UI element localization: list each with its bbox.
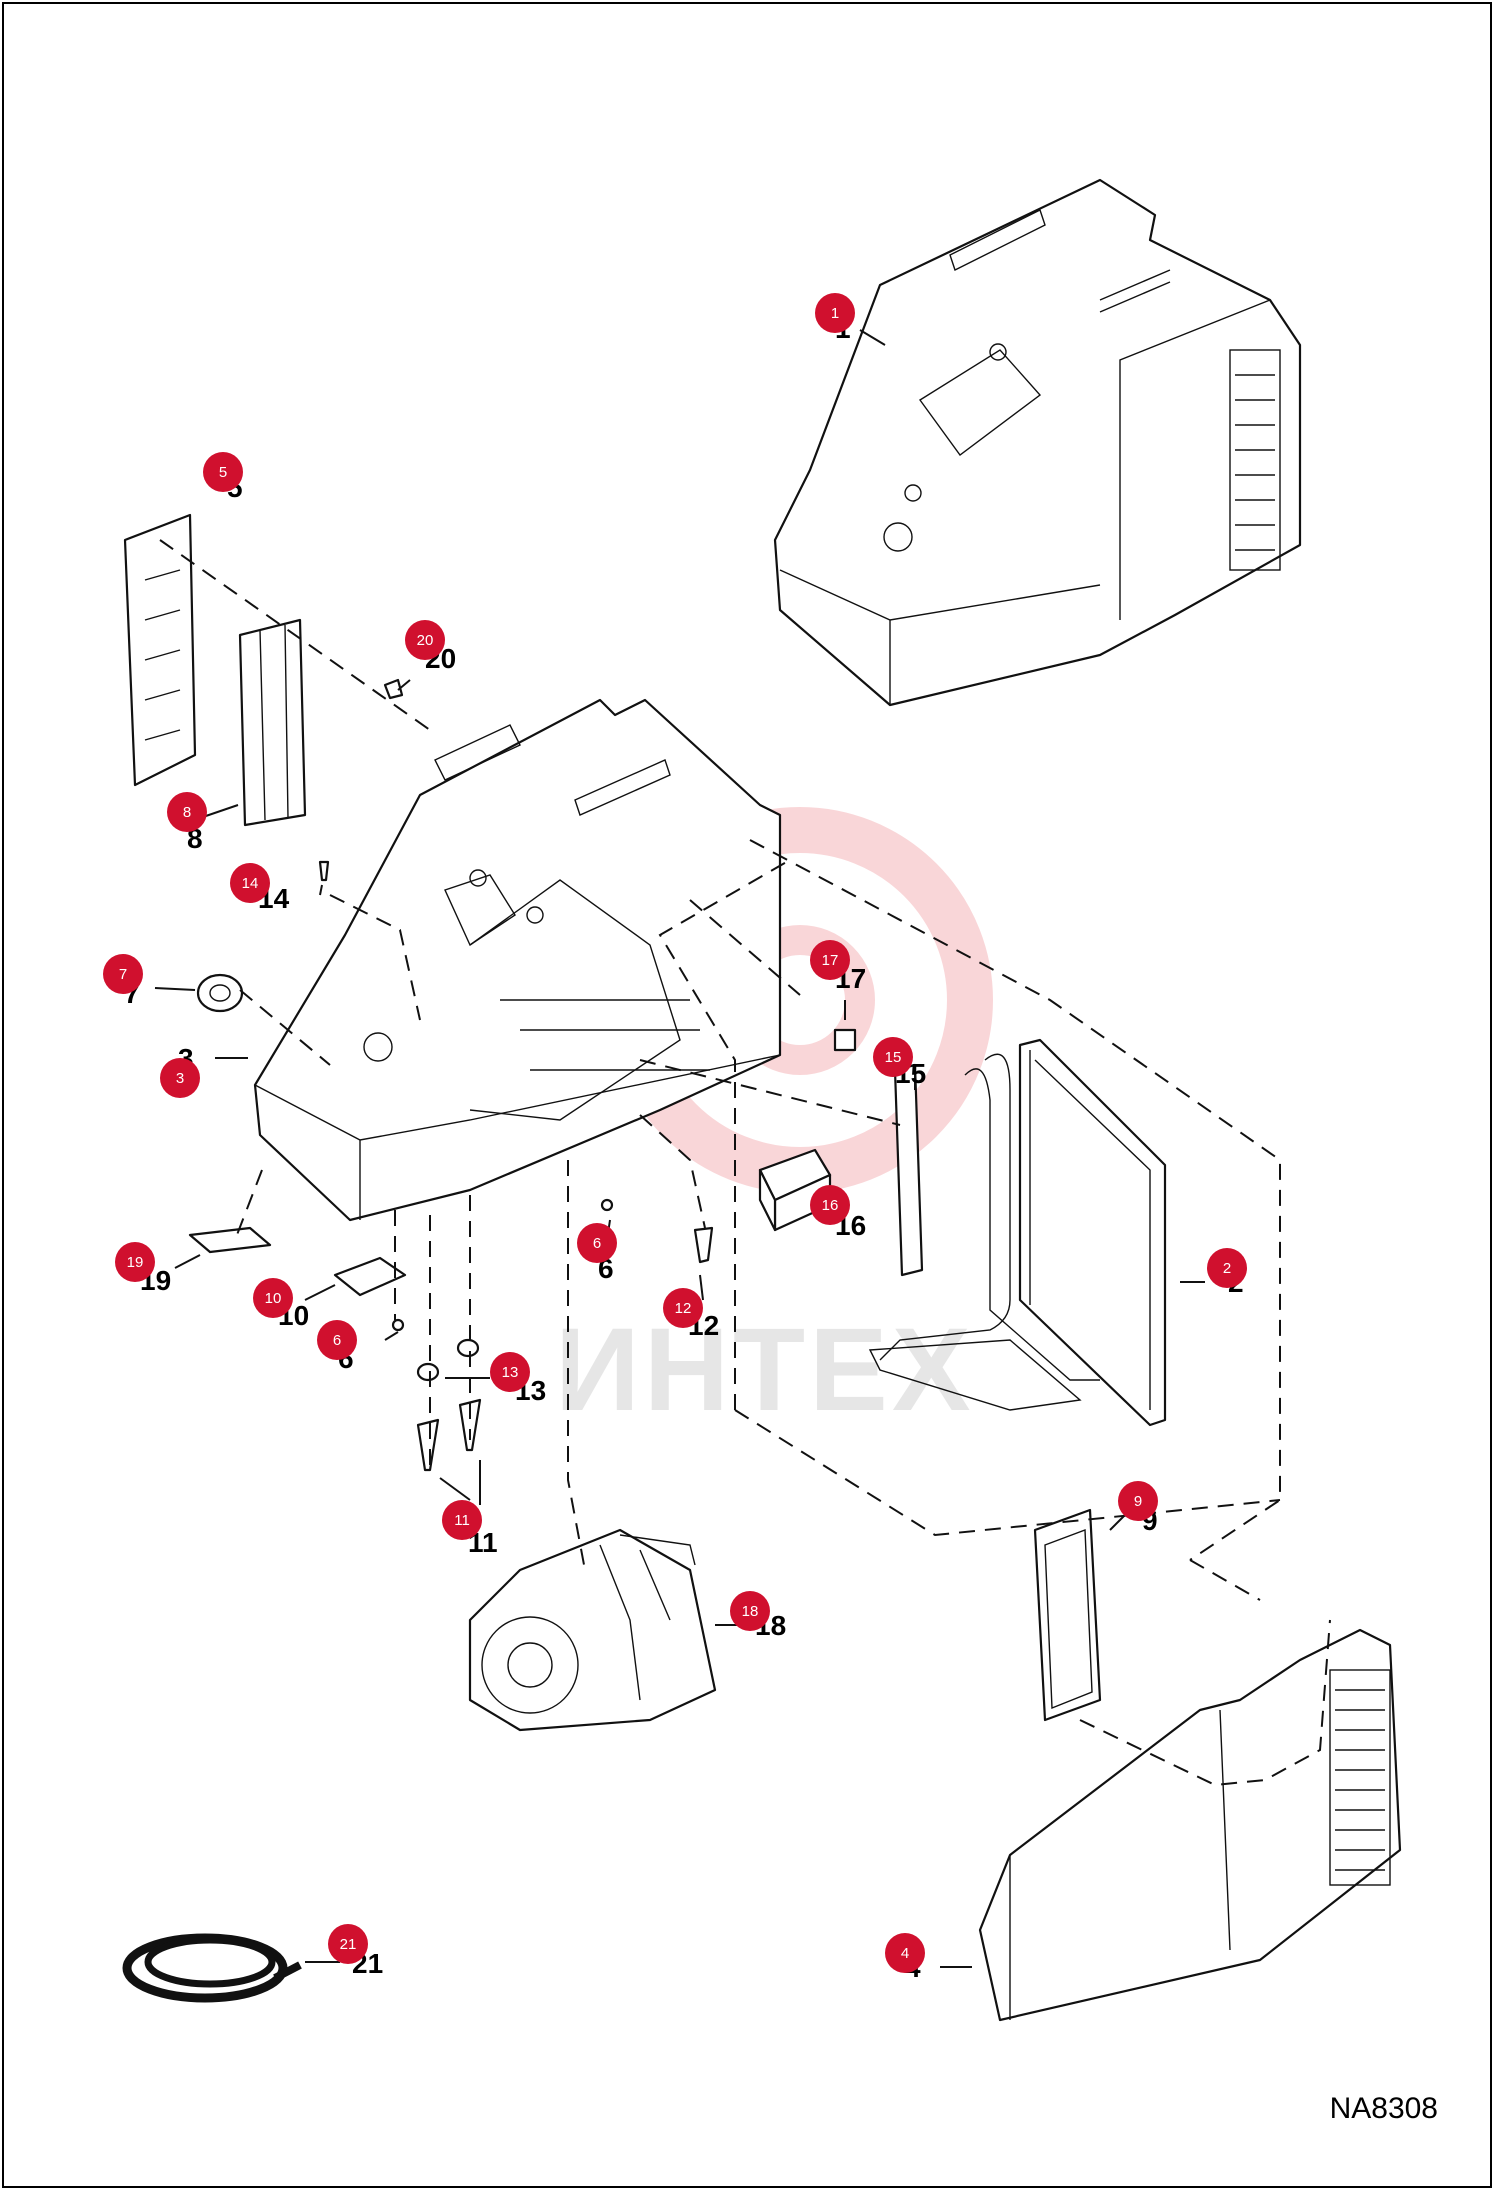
- svg-text:8: 8: [183, 804, 191, 821]
- badge-12: 12: [663, 1288, 703, 1328]
- air-filter[interactable]: [238, 618, 307, 827]
- leader-lines: [154, 329, 1205, 1968]
- svg-text:19: 19: [127, 1254, 144, 1271]
- svg-text:15: 15: [885, 1049, 902, 1066]
- svg-text:3: 3: [176, 1070, 184, 1087]
- badge-14: 14: [230, 863, 270, 903]
- bracket-10[interactable]: [333, 1256, 407, 1297]
- svg-text:14: 14: [242, 875, 259, 892]
- svg-text:5: 5: [219, 464, 227, 481]
- grommet[interactable]: [196, 973, 244, 1013]
- svg-text:2: 2: [1223, 1260, 1231, 1277]
- badge-19: 19: [115, 1242, 155, 1282]
- watermark-text: ИНТЕХ: [555, 1304, 975, 1436]
- drain-valve-12[interactable]: [693, 1226, 714, 1264]
- svg-text:16: 16: [822, 1197, 839, 1214]
- screw-14[interactable]: [318, 860, 330, 882]
- drawing-code: NA8308: [1329, 2092, 1438, 2125]
- badge-21: 21: [328, 1924, 368, 1964]
- svg-text:13: 13: [502, 1364, 519, 1381]
- svg-text:20: 20: [417, 632, 434, 649]
- upper-housing-cover[interactable]: [773, 178, 1302, 707]
- clip-17[interactable]: [833, 1028, 857, 1052]
- svg-text:12: 12: [675, 1300, 692, 1317]
- svg-text:6: 6: [333, 1332, 341, 1349]
- badge-11: 11: [442, 1500, 482, 1540]
- clip-19[interactable]: [188, 1226, 272, 1254]
- svg-text:17: 17: [822, 952, 839, 969]
- badge-5: 5: [203, 452, 243, 492]
- svg-text:21: 21: [340, 1936, 357, 1953]
- badge-15: 15: [873, 1037, 913, 1077]
- svg-text:11: 11: [454, 1512, 470, 1529]
- badge-8: 8: [167, 792, 207, 832]
- svg-text:4: 4: [901, 1945, 909, 1962]
- svg-text:1: 1: [831, 305, 839, 322]
- side-cover[interactable]: [978, 1628, 1402, 2022]
- badge-4: 4: [885, 1933, 925, 1973]
- blower-motor[interactable]: [468, 1528, 717, 1732]
- screw-6a[interactable]: [600, 1198, 614, 1212]
- svg-text:10: 10: [265, 1290, 282, 1307]
- badge-3: 3: [160, 1058, 200, 1098]
- badge-20: 20: [405, 620, 445, 660]
- gasket-panel[interactable]: [1033, 1508, 1102, 1722]
- hose-coil[interactable]: [122, 1933, 302, 2003]
- svg-text:18: 18: [742, 1603, 759, 1620]
- badge-9: 9: [1118, 1481, 1158, 1521]
- svg-text:6: 6: [593, 1235, 601, 1252]
- badge-6b: 6: [317, 1320, 357, 1360]
- foam-block[interactable]: [758, 1148, 832, 1232]
- assembly-lines: [159, 539, 1331, 1787]
- badge-2: 2: [1207, 1248, 1247, 1288]
- plug-11a[interactable]: [416, 1418, 440, 1472]
- screw-6b[interactable]: [391, 1318, 405, 1332]
- svg-text:7: 7: [119, 966, 127, 983]
- badge-13: 13: [490, 1352, 530, 1392]
- badge-7: 7: [103, 954, 143, 994]
- callout-badges: 1 2 3 4 5 6 6 7 8 9 10 11 12 13 14 15 16…: [103, 293, 1247, 1973]
- clip-20[interactable]: [383, 678, 404, 700]
- badge-16: 16: [810, 1185, 850, 1225]
- badge-18: 18: [730, 1591, 770, 1631]
- heater-core[interactable]: [868, 1038, 1167, 1427]
- filter-grille[interactable]: [123, 513, 197, 787]
- badge-1: 1: [815, 293, 855, 333]
- grommet-13a[interactable]: [416, 1362, 440, 1382]
- badge-10: 10: [253, 1278, 293, 1318]
- badge-6a: 6: [577, 1223, 617, 1263]
- plug-11b[interactable]: [458, 1398, 482, 1452]
- svg-text:9: 9: [1134, 1493, 1142, 1510]
- badge-17: 17: [810, 940, 850, 980]
- lower-housing[interactable]: [253, 698, 782, 1222]
- grommet-13b[interactable]: [456, 1338, 480, 1358]
